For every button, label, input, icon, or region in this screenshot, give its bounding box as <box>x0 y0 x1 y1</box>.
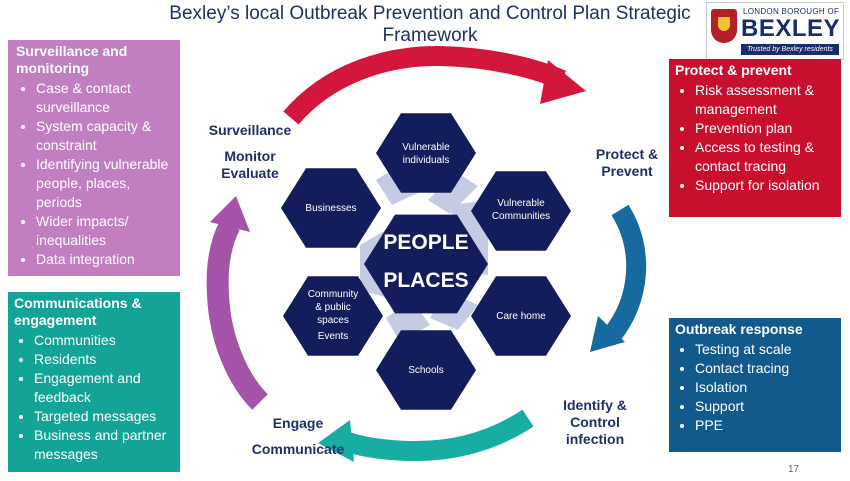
arrow-blue <box>603 204 647 342</box>
page-number: 17 <box>788 464 800 475</box>
stage-protect-line2: Prevent <box>601 163 653 179</box>
protect-box: Protect & prevent Risk assessment & mana… <box>669 59 841 217</box>
surveillance-heading: Surveillance and monitoring <box>16 43 128 76</box>
list-item: Case & contact surveillance <box>36 79 174 117</box>
hexagon-businesses <box>281 168 381 248</box>
list-item: Contact tracing <box>695 359 837 378</box>
stage-engage-line2: Communicate <box>251 441 345 457</box>
list-item: Data integration <box>36 250 174 269</box>
stage-surveillance-line2: Monitor <box>224 148 276 164</box>
surveillance-box: Surveillance and monitoring Case & conta… <box>8 40 180 276</box>
hex-label-vulnerable-individuals: individuals <box>403 155 450 166</box>
stage-protect-line1: Protect & <box>595 146 659 162</box>
communications-heading: Communications & engagement <box>14 295 142 328</box>
outbreak-list: Testing at scale Contact tracing Isolati… <box>675 340 837 435</box>
list-item: Business and partner messages <box>34 426 176 464</box>
list-item: PPE <box>695 416 837 435</box>
hex-label-people: PEOPLE <box>383 231 468 254</box>
stage-identify-line3: infection <box>565 431 625 447</box>
list-item: Risk assessment & management <box>695 81 837 119</box>
protect-list: Risk assessment & management Prevention … <box>675 81 837 195</box>
hexagon-vulnerable-communities <box>471 171 571 251</box>
hexagon-community <box>283 276 383 356</box>
bexley-logo: LONDON BOROUGH OF BEXLEY Trusted by Bexl… <box>706 2 844 60</box>
hex-label-events: Events <box>318 331 349 342</box>
arrow-purple-head <box>210 196 250 232</box>
list-item: Wider impacts/ inequalities <box>36 212 174 250</box>
arrow-blue-head <box>590 316 625 352</box>
stage-surveillance: Surveillance Monitor Evaluate <box>200 122 300 182</box>
logo-top-text: LONDON BOROUGH OF <box>743 7 840 16</box>
list-item: Targeted messages <box>34 407 176 426</box>
stage-surveillance-line3: Evaluate <box>221 165 279 181</box>
communications-list: Communities Residents Engagement and fee… <box>14 331 176 464</box>
stage-engage-line1: Engage <box>272 415 324 431</box>
stage-identify-line1: Identify & <box>563 397 627 413</box>
stage-identify: Identify & Control infection <box>545 397 645 448</box>
hex-label-businesses: Businesses <box>305 203 356 214</box>
hex-label-schools: Schools <box>408 365 444 376</box>
stage-surveillance-line1: Surveillance <box>208 122 292 138</box>
crest-icon <box>711 9 737 43</box>
hexagon-schools <box>376 330 476 410</box>
hex-label-care-home: Care home <box>496 311 546 322</box>
page-title: Bexley’s local Outbreak Prevention and C… <box>169 3 691 46</box>
stage-protect: Protect & Prevent <box>582 146 672 180</box>
hex-label-vulnerable-communities: Vulnerable <box>497 198 545 209</box>
arrow-red-head <box>540 60 586 104</box>
hex-label-vulnerable-individuals: Vulnerable <box>402 142 450 153</box>
connector <box>428 172 478 214</box>
hex-label-places: PLACES <box>383 269 468 292</box>
hex-label-vulnerable-communities: Communities <box>492 211 550 222</box>
hexagon-care-home <box>471 276 571 356</box>
hex-label-community: Community <box>308 289 359 300</box>
hexagon-people-places <box>364 214 488 314</box>
stage-identify-line2: Control <box>570 414 620 430</box>
outbreak-box: Outbreak response Testing at scale Conta… <box>669 318 841 452</box>
arrow-teal <box>338 409 534 462</box>
stage-engage: Engage Communicate <box>238 415 358 458</box>
outbreak-heading: Outbreak response <box>675 321 803 337</box>
hexagon-vulnerable-individuals <box>376 113 476 193</box>
hexagon-group <box>281 113 571 410</box>
arrow-teal-head <box>318 420 354 462</box>
hex-label-community: spaces <box>317 315 349 326</box>
list-item: Engagement and feedback <box>34 369 176 407</box>
arrow-purple <box>206 219 269 410</box>
surveillance-list: Case & contact surveillance System capac… <box>16 79 174 269</box>
logo-tagline: Trusted by Bexley residents <box>741 44 839 55</box>
logo-name: BEXLEY <box>741 15 841 42</box>
list-item: Identifying vulnerable people, places, p… <box>36 155 174 212</box>
list-item: System capacity & constraint <box>36 117 174 155</box>
hex-label-community: & public <box>315 302 351 313</box>
list-item: Support <box>695 397 837 416</box>
list-item: Communities <box>34 331 176 350</box>
list-item: Access to testing & contact tracing <box>695 138 837 176</box>
list-item: Prevention plan <box>695 119 837 138</box>
list-item: Support for isolation <box>695 176 837 195</box>
list-item: Residents <box>34 350 176 369</box>
list-item: Isolation <box>695 378 837 397</box>
protect-heading: Protect & prevent <box>675 62 792 78</box>
communications-box: Communications & engagement Communities … <box>8 292 180 472</box>
arrow-red <box>283 45 567 125</box>
list-item: Testing at scale <box>695 340 837 359</box>
